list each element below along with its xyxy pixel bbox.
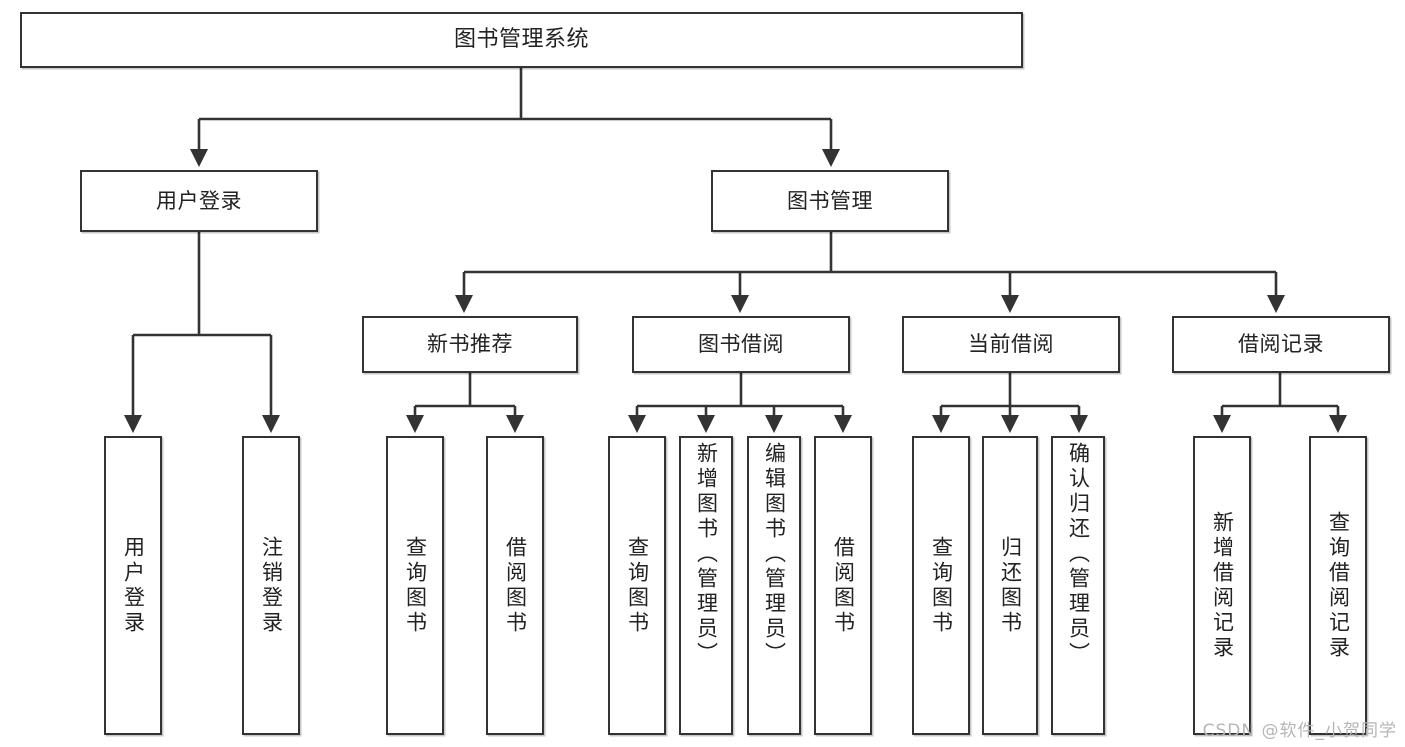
node-leaf-user-login-label: 用户登录: [121, 535, 146, 636]
node-leaf-query-record[interactable]: 查询借阅记录: [1309, 436, 1367, 735]
node-leaf-add-book-label: 新增图书（管理员）: [694, 442, 719, 667]
node-leaf-query-book-c-label: 查询图书: [929, 535, 954, 636]
node-book-manage-label: 图书管理: [787, 188, 873, 213]
node-borrow-record-label: 借阅记录: [1238, 332, 1324, 357]
node-leaf-borrow-book-a[interactable]: 借阅图书: [486, 436, 544, 735]
node-leaf-query-book-b-label: 查询图书: [625, 535, 650, 636]
node-book-borrow[interactable]: 图书借阅: [632, 316, 850, 373]
node-leaf-borrow-book-a-label: 借阅图书: [503, 535, 528, 636]
node-borrow-record[interactable]: 借阅记录: [1172, 316, 1390, 373]
node-leaf-return-book-label: 归还图书: [998, 535, 1023, 636]
node-leaf-query-book-b[interactable]: 查询图书: [608, 436, 666, 735]
node-leaf-return-book[interactable]: 归还图书: [982, 436, 1038, 735]
node-leaf-add-record-label: 新增借阅记录: [1210, 510, 1235, 661]
node-root-label: 图书管理系统: [453, 27, 589, 53]
node-leaf-query-book-a-label: 查询图书: [403, 535, 428, 636]
node-current-borrow-label: 当前借阅: [968, 332, 1054, 357]
node-leaf-add-record[interactable]: 新增借阅记录: [1193, 436, 1251, 735]
node-leaf-user-login[interactable]: 用户登录: [104, 436, 162, 735]
csdn-watermark: CSDN @软件_小贺同学: [1202, 721, 1397, 741]
node-book-borrow-label: 图书借阅: [698, 332, 784, 357]
node-new-book-recommend[interactable]: 新书推荐: [362, 316, 578, 373]
node-leaf-edit-book-label: 编辑图书（管理员）: [762, 442, 787, 667]
node-leaf-add-book[interactable]: 新增图书（管理员）: [679, 436, 733, 735]
node-leaf-logout-label: 注销登录: [259, 535, 284, 636]
node-root[interactable]: 图书管理系统: [20, 12, 1023, 68]
node-current-borrow[interactable]: 当前借阅: [902, 316, 1120, 373]
node-leaf-query-record-label: 查询借阅记录: [1326, 510, 1351, 661]
node-new-book-recommend-label: 新书推荐: [427, 332, 513, 357]
node-leaf-borrow-book-b-label: 借阅图书: [831, 535, 856, 636]
node-leaf-confirm-return[interactable]: 确认归还（管理员）: [1051, 436, 1105, 735]
node-leaf-logout[interactable]: 注销登录: [242, 436, 300, 735]
node-user-login[interactable]: 用户登录: [80, 170, 318, 232]
node-user-login-label: 用户登录: [156, 188, 242, 213]
node-leaf-query-book-c[interactable]: 查询图书: [912, 436, 970, 735]
node-book-manage[interactable]: 图书管理: [711, 170, 949, 232]
node-leaf-confirm-return-label: 确认归还（管理员）: [1066, 442, 1091, 667]
node-leaf-borrow-book-b[interactable]: 借阅图书: [814, 436, 872, 735]
node-leaf-edit-book[interactable]: 编辑图书（管理员）: [747, 436, 801, 735]
node-leaf-query-book-a[interactable]: 查询图书: [386, 436, 444, 735]
